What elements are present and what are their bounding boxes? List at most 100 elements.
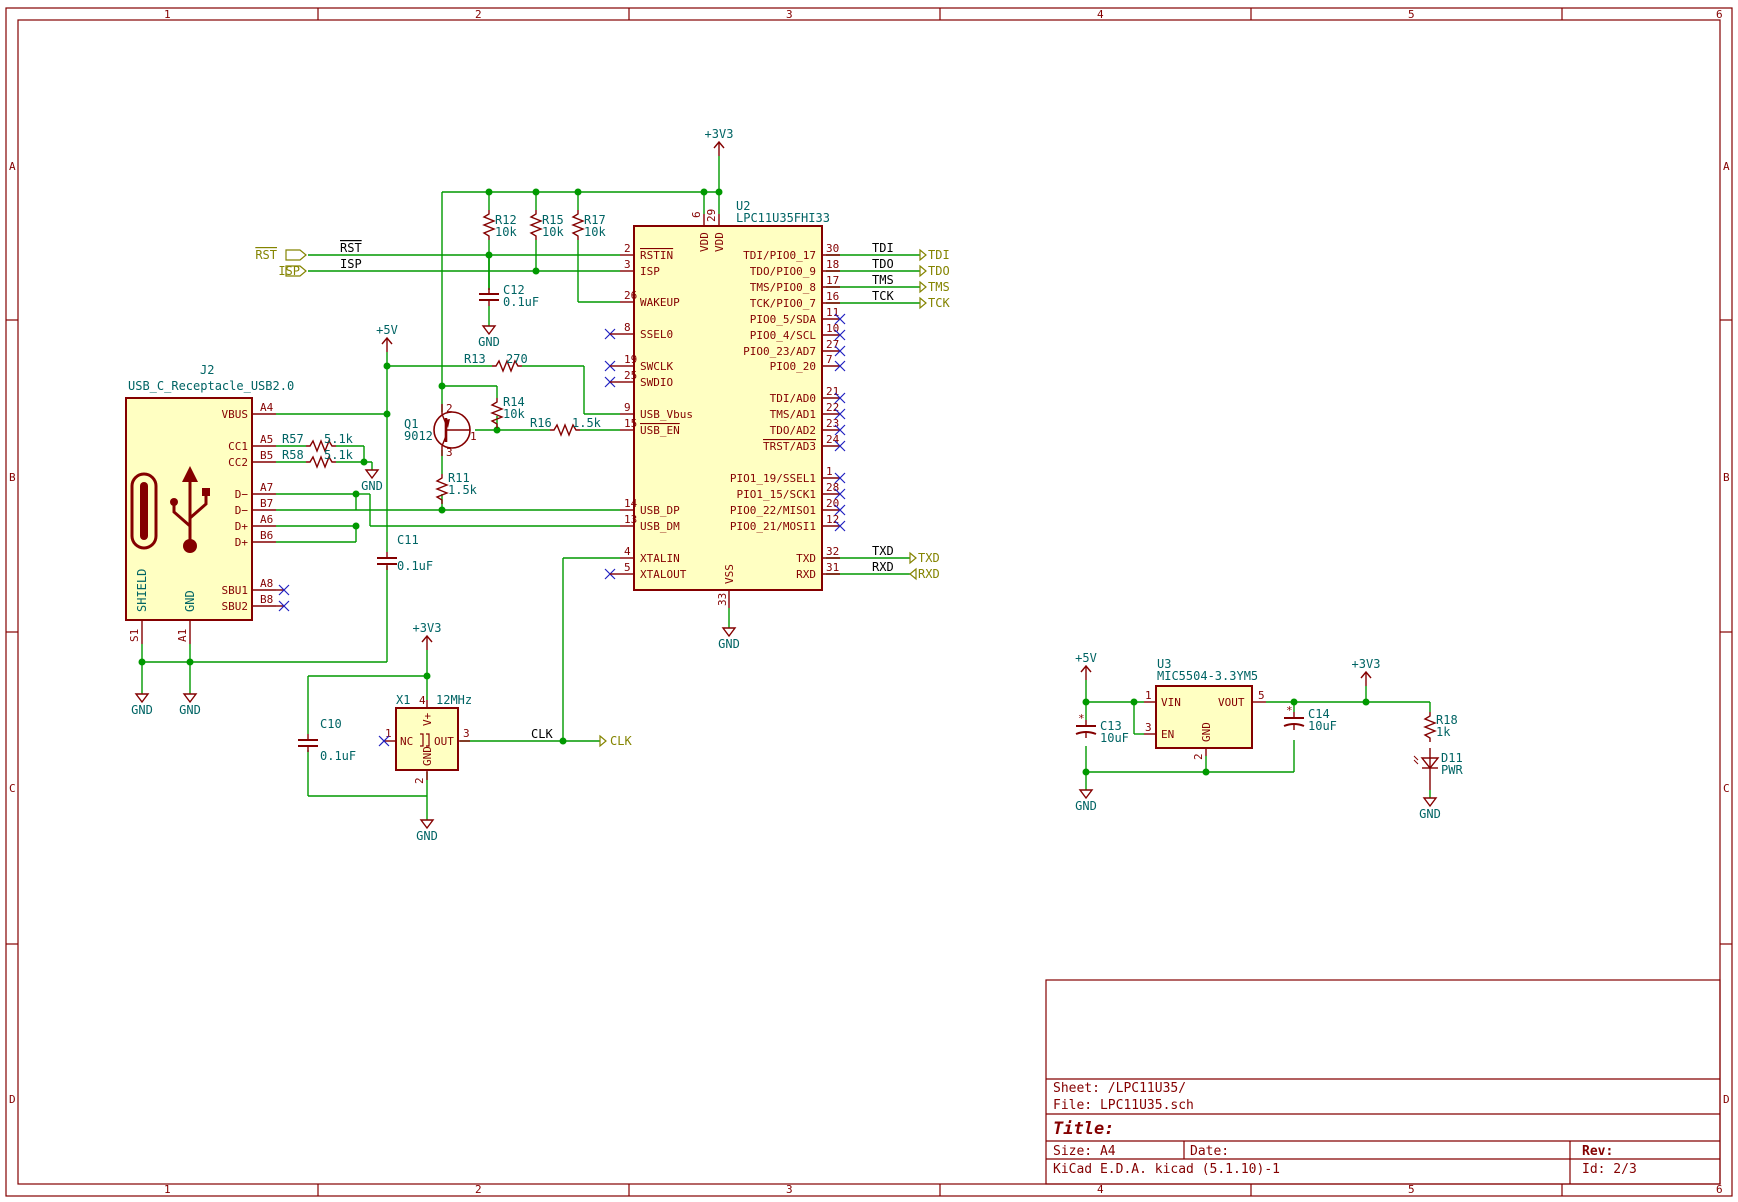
row-label-b-right: B	[1723, 471, 1730, 484]
global-label-tms[interactable]: TMS	[919, 280, 950, 294]
osc-pin-name-gnd: GND	[421, 746, 434, 766]
col-label-2: 2	[475, 8, 482, 21]
resistor-ref: R18	[1436, 713, 1458, 727]
pin-name: USB_EN	[640, 424, 680, 437]
resistor-value: 1.5k	[572, 416, 602, 430]
pin-number: 15	[624, 417, 637, 430]
resistor-value: 1k	[1436, 725, 1451, 739]
pin-name: PIO0_23/AD7	[743, 345, 816, 358]
net-label-rxd: RXD	[872, 560, 894, 574]
transistor-q1[interactable]: Q1 9012 2 3 1	[404, 402, 477, 459]
pin-name: TDO/PIO0_9	[750, 265, 816, 278]
usb-value: USB_C_Receptacle_USB2.0	[128, 379, 294, 393]
capacitor-value: 10uF	[1308, 719, 1337, 733]
global-label-clk-text: CLK	[610, 734, 632, 748]
global-labels: RST ISP TDI TDO TMS TCK TXD RXD	[255, 248, 950, 748]
led-d11[interactable]: D11 PWR	[1413, 748, 1463, 790]
no-connect-x	[834, 360, 846, 372]
pin-name: TCK/PIO0_7	[750, 297, 816, 310]
pin-name: TDI/AD0	[770, 392, 816, 405]
col-label-4-bottom: 4	[1097, 1183, 1104, 1196]
global-label-clk[interactable]: CLK	[599, 734, 632, 748]
global-label-tms-text: TMS	[928, 280, 950, 294]
global-label-tck[interactable]: TCK	[919, 296, 950, 310]
power-symbol-5v: +5V	[1075, 651, 1097, 680]
global-label-tck-text: TCK	[928, 296, 950, 310]
col-label-1-bottom: 1	[164, 1183, 171, 1196]
power-label: GND	[1419, 807, 1441, 821]
q1-pin-e: 2	[446, 402, 453, 415]
no-connect-x	[834, 329, 846, 341]
pin-name: D−	[235, 488, 249, 501]
resistor-value: 5.1k	[324, 448, 354, 462]
power-label: +3V3	[705, 127, 734, 141]
oscillator-x1[interactable]: X1 12MHz 4 3 1 2 NC OUT V+ GND	[384, 693, 472, 784]
global-label-tdo[interactable]: TDO	[919, 264, 950, 278]
power-symbol-gnd: GND	[179, 693, 201, 717]
mcu-right-pins: 30TDI/PIO0_1718TDO/PIO0_917TMS/PIO0_816T…	[730, 242, 840, 581]
power-symbol-gnd: GND	[1075, 789, 1097, 813]
pin-name: TDO/AD2	[770, 424, 816, 437]
reg-pin-num-en: 3	[1145, 721, 1152, 734]
resistor-ref: R17	[584, 213, 606, 227]
mcu-lpc11u35[interactable]: U2 LPC11U35FHI33 6 29 VDD VDD 33 VSS 2RS…	[620, 199, 840, 608]
resistor-value: 10k	[542, 225, 564, 239]
global-label-rxd[interactable]: RXD	[909, 567, 940, 581]
mcu-bottom-pin-num: 33	[716, 593, 729, 606]
net-label-tms: TMS	[872, 273, 894, 287]
global-label-rst[interactable]: RST	[255, 248, 307, 262]
pin-name: PIO0_4/SCL	[750, 329, 817, 342]
usb-c-receptacle[interactable]: J2 USB_C_Receptacle_USB2.0 A4VBUSA5CC1B5…	[125, 363, 294, 644]
no-connect-x	[834, 408, 846, 420]
pin-number: 5	[624, 561, 631, 574]
resistor-ref: R11	[448, 471, 470, 485]
pin-name: XTALIN	[640, 552, 680, 565]
osc-pin-num-vplus: 4	[419, 694, 426, 707]
pin-name: TDI/PIO0_17	[743, 249, 816, 262]
col-label-4: 4	[1097, 8, 1104, 21]
pin-name: TMS/AD1	[770, 408, 816, 421]
global-label-tdi[interactable]: TDI	[919, 248, 950, 262]
col-label-3-bottom: 3	[786, 1183, 793, 1196]
capacitor-ref: C13	[1100, 719, 1122, 733]
usb-bottom-pin-name-1: SHIELD	[135, 569, 149, 612]
regulator-mic5504[interactable]: U3 MIC5504-3.3YM5 1 3 5 2 VIN EN VOUT GN…	[1144, 657, 1266, 760]
usb-pin: B6D+	[235, 529, 276, 549]
pin-number: 16	[826, 290, 839, 303]
reg-pin-num-vin: 1	[1145, 689, 1152, 702]
global-label-txd[interactable]: TXD	[909, 551, 940, 565]
no-connect-x	[834, 392, 846, 404]
global-label-isp[interactable]: ISP	[278, 264, 307, 278]
power-symbol-gnd: GND	[361, 469, 383, 493]
power-label: +3V3	[413, 621, 442, 635]
pin-number: 13	[624, 513, 637, 526]
capacitor-value: 10uF	[1100, 731, 1129, 745]
capacitor-value: 0.1uF	[397, 559, 433, 573]
global-label-rst-text: RST	[255, 248, 277, 262]
resistor-value: 270	[506, 352, 528, 366]
mcu-ref: U2	[736, 199, 750, 213]
pin-name: PIO0_5/SDA	[750, 313, 817, 326]
